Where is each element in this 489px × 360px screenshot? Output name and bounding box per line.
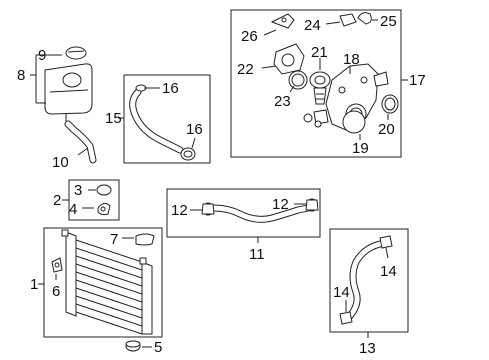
- callout-21: 21: [311, 44, 328, 61]
- hose-clamp: [180, 147, 196, 161]
- lower-hose: [210, 204, 312, 223]
- leader-10: [77, 147, 89, 156]
- callout-16b: 16: [186, 121, 203, 138]
- hose-clamp-14b: [339, 311, 353, 325]
- callout-25: 25: [380, 13, 397, 30]
- callout-13: 13: [359, 340, 376, 357]
- thermostat-housing-box: [230, 9, 402, 158]
- callout-16a: 16: [162, 80, 179, 97]
- reservoir-cap: [65, 46, 87, 60]
- hose-15-box: [123, 74, 211, 164]
- hose-clamp-12a: [201, 202, 215, 216]
- leader-16b: [191, 137, 196, 149]
- callout-12b: 12: [272, 196, 289, 213]
- callout-9: 9: [38, 47, 46, 64]
- leader-22: [261, 65, 277, 69]
- bypass-hose-box: [329, 228, 409, 333]
- callout-14b: 14: [333, 284, 350, 301]
- reservoir-tank: [44, 63, 93, 121]
- hose-clamp-12b: [305, 198, 319, 212]
- cap-5: [125, 340, 141, 352]
- reservoir-hose: [64, 120, 97, 164]
- hose-clamp-14a: [379, 235, 393, 249]
- callout-11: 11: [249, 246, 265, 263]
- callout-20: 20: [378, 121, 395, 138]
- callout-15: 15: [105, 110, 122, 127]
- thermostat-21: [309, 71, 331, 105]
- clip-25: [357, 12, 372, 25]
- radiator-core: [61, 229, 153, 335]
- upper-hose: [129, 84, 184, 154]
- water-outlet-22: [273, 43, 305, 75]
- callout-2: 2: [53, 192, 61, 209]
- callout-8: 8: [17, 67, 25, 84]
- gasket-19: [342, 110, 366, 134]
- callout-19: 19: [352, 140, 369, 157]
- callout-24: 24: [304, 17, 321, 34]
- callout-26: 26: [241, 28, 258, 45]
- leader-8: [30, 54, 62, 104]
- leader-26: [263, 29, 277, 36]
- callout-3: 3: [74, 182, 82, 199]
- drain-plug-6: [51, 257, 63, 273]
- leader-14a: [385, 247, 389, 259]
- callout-14a: 14: [380, 263, 397, 280]
- callout-4: 4: [69, 201, 77, 218]
- callout-23: 23: [274, 93, 291, 110]
- callout-17: 17: [409, 72, 426, 89]
- sensor-24: [339, 13, 357, 27]
- callout-22: 22: [237, 61, 254, 78]
- leader-24: [325, 21, 341, 25]
- bypass-hose: [346, 240, 384, 320]
- callout-12a: 12: [171, 202, 188, 219]
- lower-hose-box: [166, 188, 321, 238]
- o-ring-20: [381, 94, 399, 114]
- callout-10: 10: [52, 154, 69, 171]
- seal-7: [135, 233, 155, 246]
- callout-6: 6: [52, 283, 60, 300]
- cap-4: [97, 202, 111, 216]
- radiator-box: [43, 227, 163, 338]
- bracket-26: [270, 13, 295, 29]
- cap-3: [96, 184, 112, 196]
- gasket-23: [288, 70, 308, 90]
- callout-1: 1: [30, 276, 38, 293]
- callout-18: 18: [343, 51, 360, 68]
- callout-5: 5: [154, 339, 162, 356]
- leader-23: [289, 85, 295, 93]
- callout-7: 7: [110, 231, 118, 248]
